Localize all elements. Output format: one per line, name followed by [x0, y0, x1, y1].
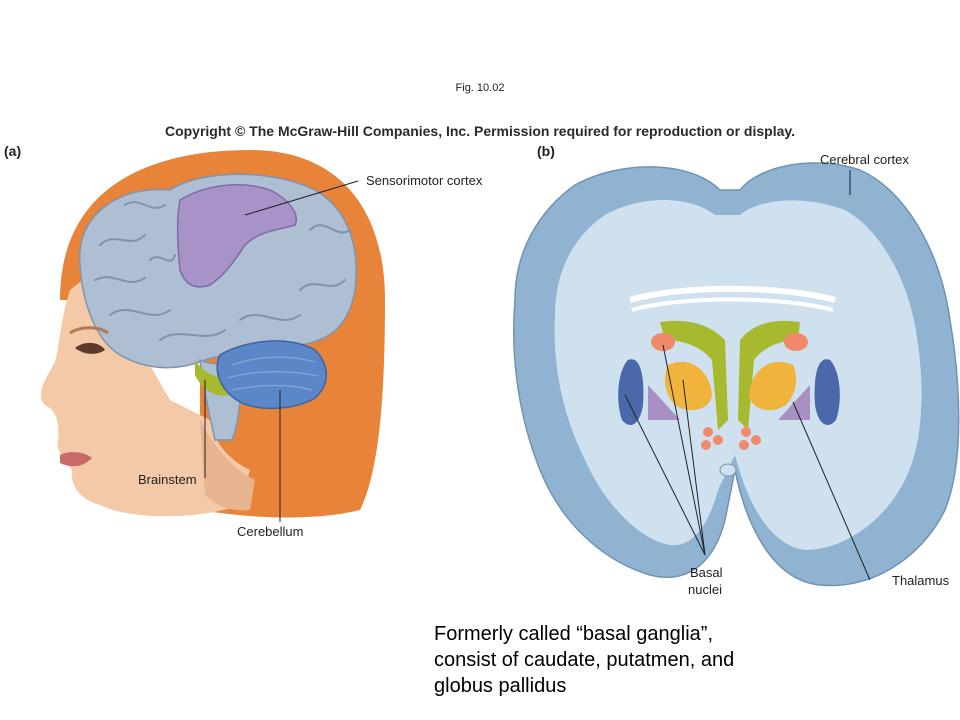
lateral-ventricles [660, 320, 800, 430]
face [40, 270, 250, 517]
label-basal-line2: nuclei [688, 582, 722, 597]
label-sensorimotor-cortex: Sensorimotor cortex [366, 173, 483, 188]
caption-line-2: consist of caudate, putatmen, and [434, 649, 735, 671]
cerebellum [216, 340, 327, 410]
eye [75, 342, 105, 354]
globus-pallidus-right [814, 359, 840, 425]
caudate-right [784, 333, 808, 351]
caption-line-3: globus pallidus [434, 675, 567, 697]
figure-number: Fig. 10.02 [455, 82, 505, 94]
label-basal-line1: Basal [690, 565, 723, 580]
coronal-section [513, 162, 960, 587]
label-brainstem: Brainstem [138, 472, 197, 487]
label-cerebral-cortex: Cerebral cortex [820, 152, 909, 167]
copyright-notice: Copyright © The McGraw-Hill Companies, I… [164, 123, 796, 139]
putamen-left [664, 361, 712, 411]
panel-b-letter: (b) [537, 143, 555, 159]
panel-a-letter: (a) [4, 143, 22, 159]
caudate-left [651, 333, 675, 351]
globus-pallidus-left [618, 359, 644, 425]
thalamus-right [778, 385, 810, 420]
putamen-right [749, 361, 797, 411]
white-matter [554, 200, 922, 550]
label-cerebellum: Cerebellum [237, 524, 304, 539]
lips [60, 452, 92, 467]
head-illustration [40, 150, 385, 522]
caption: Formerly called “basal ganglia”, consist… [434, 621, 954, 699]
caption-line-1: Formerly called “basal ganglia”, [434, 623, 714, 645]
thalamus-left [648, 385, 680, 420]
label-thalamus: Thalamus [892, 573, 950, 588]
sensorimotor-cortex [176, 184, 297, 288]
